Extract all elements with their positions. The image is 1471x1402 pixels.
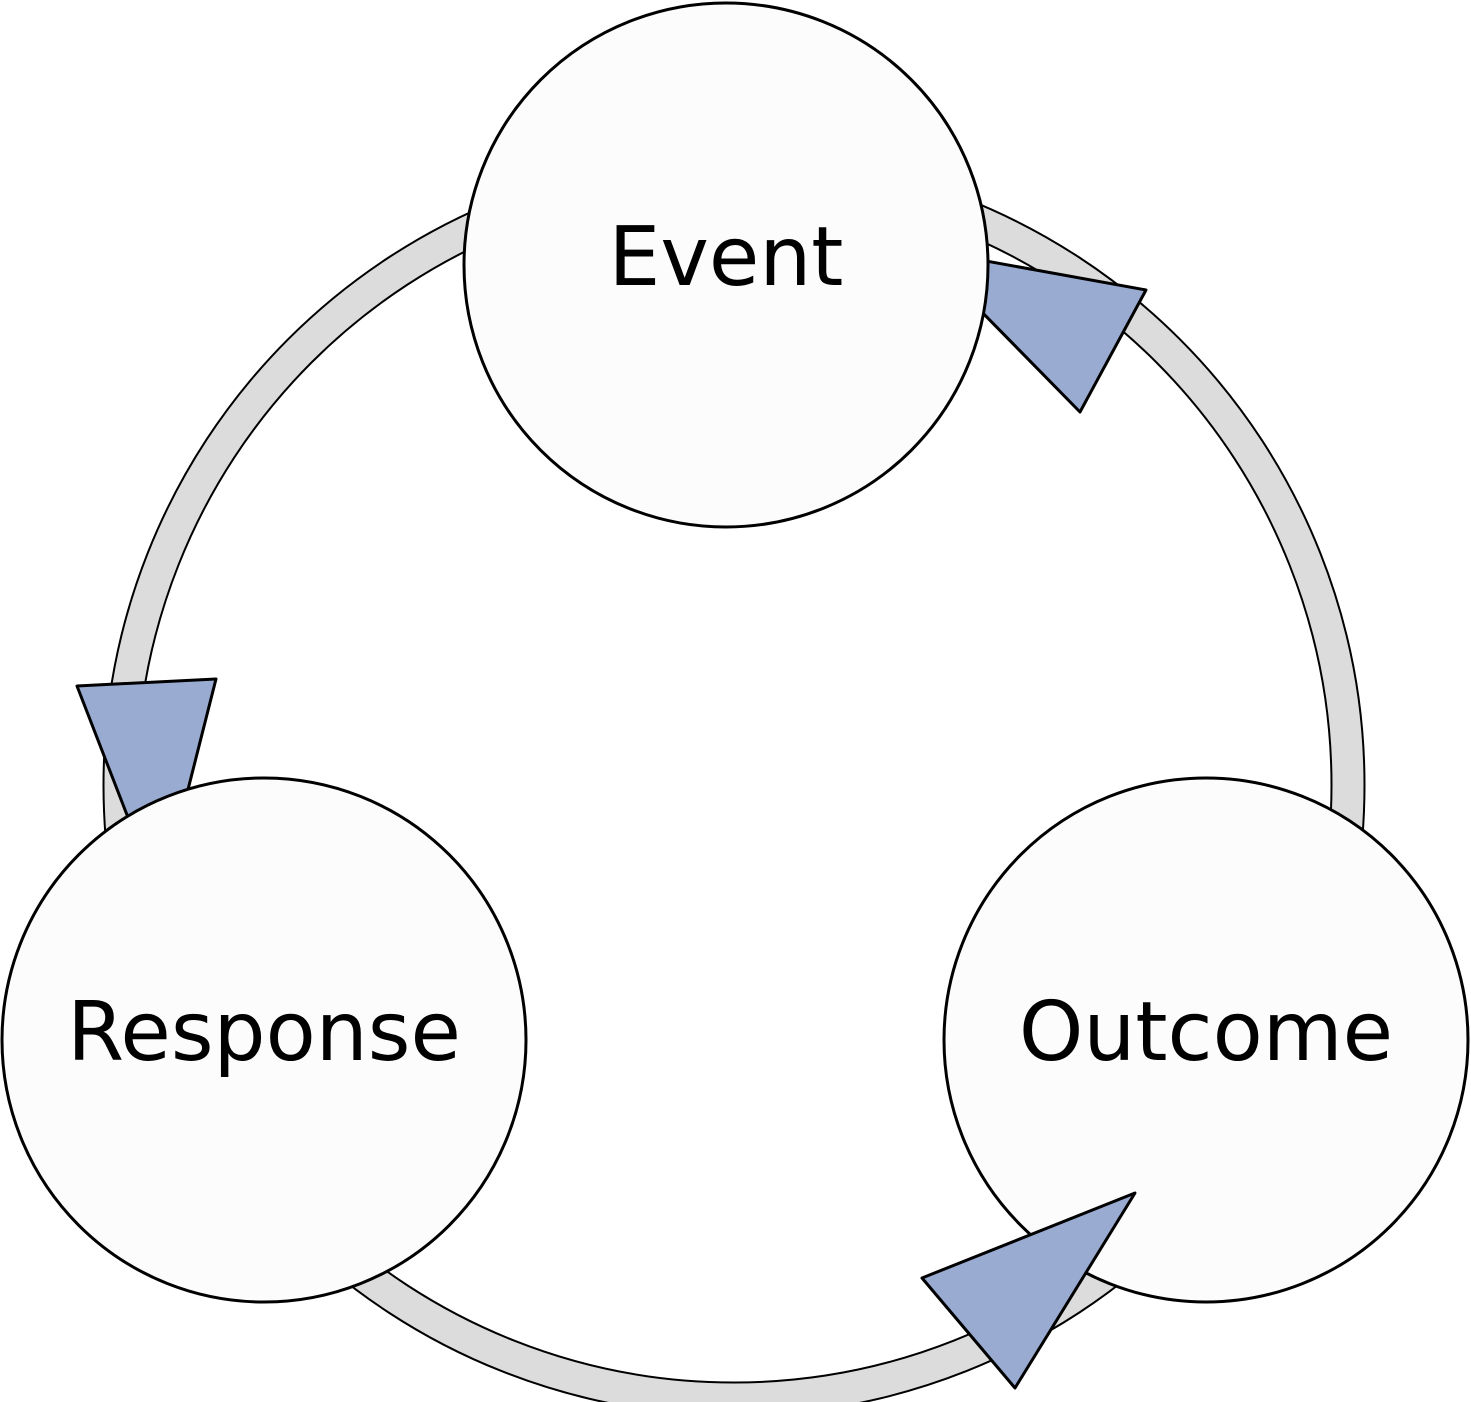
node-outcome: Outcome — [942, 776, 1470, 1304]
outcome-label: Outcome — [1019, 985, 1393, 1080]
arrow-response-to-outcome — [920, 1191, 1137, 1390]
response-circle — [0, 776, 528, 1304]
event-label: Event — [609, 210, 844, 305]
event-circle — [462, 1, 990, 529]
node-event: Event — [462, 1, 990, 529]
response-label: Response — [67, 985, 461, 1080]
node-response: Response — [0, 776, 528, 1304]
outcome-circle — [942, 776, 1470, 1304]
